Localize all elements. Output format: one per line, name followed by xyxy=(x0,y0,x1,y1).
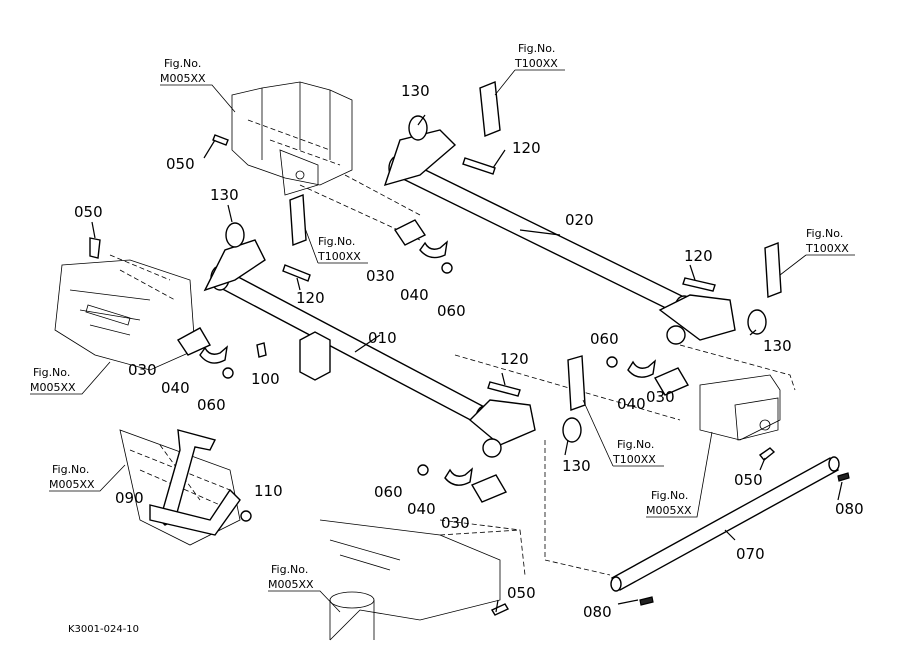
fig-ref-2[interactable]: Fig.No. T100XX xyxy=(494,42,565,96)
svg-text:Fig.No.: Fig.No. xyxy=(271,563,308,576)
callout-120[interactable]: 120 xyxy=(296,289,325,307)
part-110-nut[interactable] xyxy=(240,510,252,522)
rear-frame-structure xyxy=(231,81,353,196)
lower-frame-structure xyxy=(319,519,526,641)
callout-120[interactable]: 120 xyxy=(512,139,541,157)
svg-text:T100XX: T100XX xyxy=(317,250,361,263)
part-callouts: 010 020 030 030 030 030 040 040 040 040 … xyxy=(74,82,864,621)
svg-text:M005XX: M005XX xyxy=(268,578,314,591)
callout-060[interactable]: 060 xyxy=(374,483,403,501)
part-030-holders[interactable] xyxy=(176,219,690,503)
part-080-pins[interactable] xyxy=(639,472,850,606)
callout-040[interactable]: 040 xyxy=(407,500,436,518)
svg-text:M005XX: M005XX xyxy=(30,381,76,394)
callout-130[interactable]: 130 xyxy=(763,337,792,355)
svg-text:M005XX: M005XX xyxy=(160,72,206,85)
callout-020[interactable]: 020 xyxy=(565,211,594,229)
callout-040[interactable]: 040 xyxy=(617,395,646,413)
callout-130[interactable]: 130 xyxy=(210,186,239,204)
part-070-rod[interactable] xyxy=(610,456,840,592)
callout-050[interactable]: 050 xyxy=(166,155,195,173)
callout-130[interactable]: 130 xyxy=(401,82,430,100)
callout-leaders xyxy=(91,114,843,613)
callout-040[interactable]: 040 xyxy=(161,379,190,397)
callout-110[interactable]: 110 xyxy=(254,482,283,500)
part-090-stay[interactable] xyxy=(149,429,241,536)
fig-ref-5[interactable]: Fig.No. M005XX xyxy=(30,361,111,395)
callout-030[interactable]: 030 xyxy=(128,361,157,379)
callout-030[interactable]: 030 xyxy=(646,388,675,406)
part-100-bolt[interactable] xyxy=(256,342,267,358)
callout-060[interactable]: 060 xyxy=(437,302,466,320)
svg-text:Fig.No.: Fig.No. xyxy=(318,235,355,248)
part-020-axle-bar[interactable] xyxy=(383,129,736,345)
callout-050[interactable]: 050 xyxy=(507,584,536,602)
callout-050[interactable]: 050 xyxy=(734,471,763,489)
callout-090[interactable]: 090 xyxy=(115,489,144,507)
callout-080[interactable]: 080 xyxy=(583,603,612,621)
assembly-leader-lines xyxy=(159,174,796,576)
svg-text:T100XX: T100XX xyxy=(514,57,558,70)
svg-text:Fig.No.: Fig.No. xyxy=(164,57,201,70)
fig-ref-3[interactable]: Fig.No. T100XX xyxy=(304,227,368,264)
fig-ref-4[interactable]: Fig.No. T100XX xyxy=(779,227,855,276)
part-010-axle-bar[interactable] xyxy=(203,239,536,458)
part-060-nuts[interactable] xyxy=(222,262,618,476)
callout-050[interactable]: 050 xyxy=(74,203,103,221)
part-130-collars[interactable] xyxy=(225,115,767,443)
svg-text:Fig.No.: Fig.No. xyxy=(33,366,70,379)
svg-text:T100XX: T100XX xyxy=(612,453,656,466)
fig-ref-7[interactable]: Fig.No. M005XX xyxy=(49,463,126,492)
callout-100[interactable]: 100 xyxy=(251,370,280,388)
callout-030[interactable]: 030 xyxy=(441,514,470,532)
left-fender-structure xyxy=(54,254,196,371)
pivot-brackets xyxy=(289,81,782,411)
part-120-bolts[interactable] xyxy=(282,157,716,397)
callout-130[interactable]: 130 xyxy=(562,457,591,475)
callout-040[interactable]: 040 xyxy=(400,286,429,304)
callout-070[interactable]: 070 xyxy=(736,545,765,563)
svg-text:Fig.No.: Fig.No. xyxy=(52,463,89,476)
svg-text:T100XX: T100XX xyxy=(805,242,849,255)
callout-060[interactable]: 060 xyxy=(197,396,226,414)
fig-ref-1[interactable]: Fig.No. M005XX xyxy=(160,57,236,113)
fig-ref-8[interactable]: Fig.No. M005XX xyxy=(646,431,713,518)
svg-text:M005XX: M005XX xyxy=(49,478,95,491)
callout-120[interactable]: 120 xyxy=(684,247,713,265)
svg-text:Fig.No.: Fig.No. xyxy=(651,489,688,502)
fig-ref-9[interactable]: Fig.No. M005XX xyxy=(268,563,341,613)
fig-ref-6[interactable]: Fig.No. T100XX xyxy=(582,399,664,467)
callout-030[interactable]: 030 xyxy=(366,267,395,285)
svg-text:M005XX: M005XX xyxy=(646,504,692,517)
svg-text:Fig.No.: Fig.No. xyxy=(518,42,555,55)
callout-060[interactable]: 060 xyxy=(590,330,619,348)
callout-010[interactable]: 010 xyxy=(368,329,397,347)
diagram-code: K3001-024-10 xyxy=(68,624,139,635)
part-040-clamps[interactable] xyxy=(199,240,656,486)
svg-text:Fig.No.: Fig.No. xyxy=(806,227,843,240)
svg-text:Fig.No.: Fig.No. xyxy=(617,438,654,451)
right-plate-structure xyxy=(699,374,781,441)
callout-080[interactable]: 080 xyxy=(835,500,864,518)
callout-120[interactable]: 120 xyxy=(500,350,529,368)
part-050-bolts[interactable] xyxy=(89,134,776,616)
